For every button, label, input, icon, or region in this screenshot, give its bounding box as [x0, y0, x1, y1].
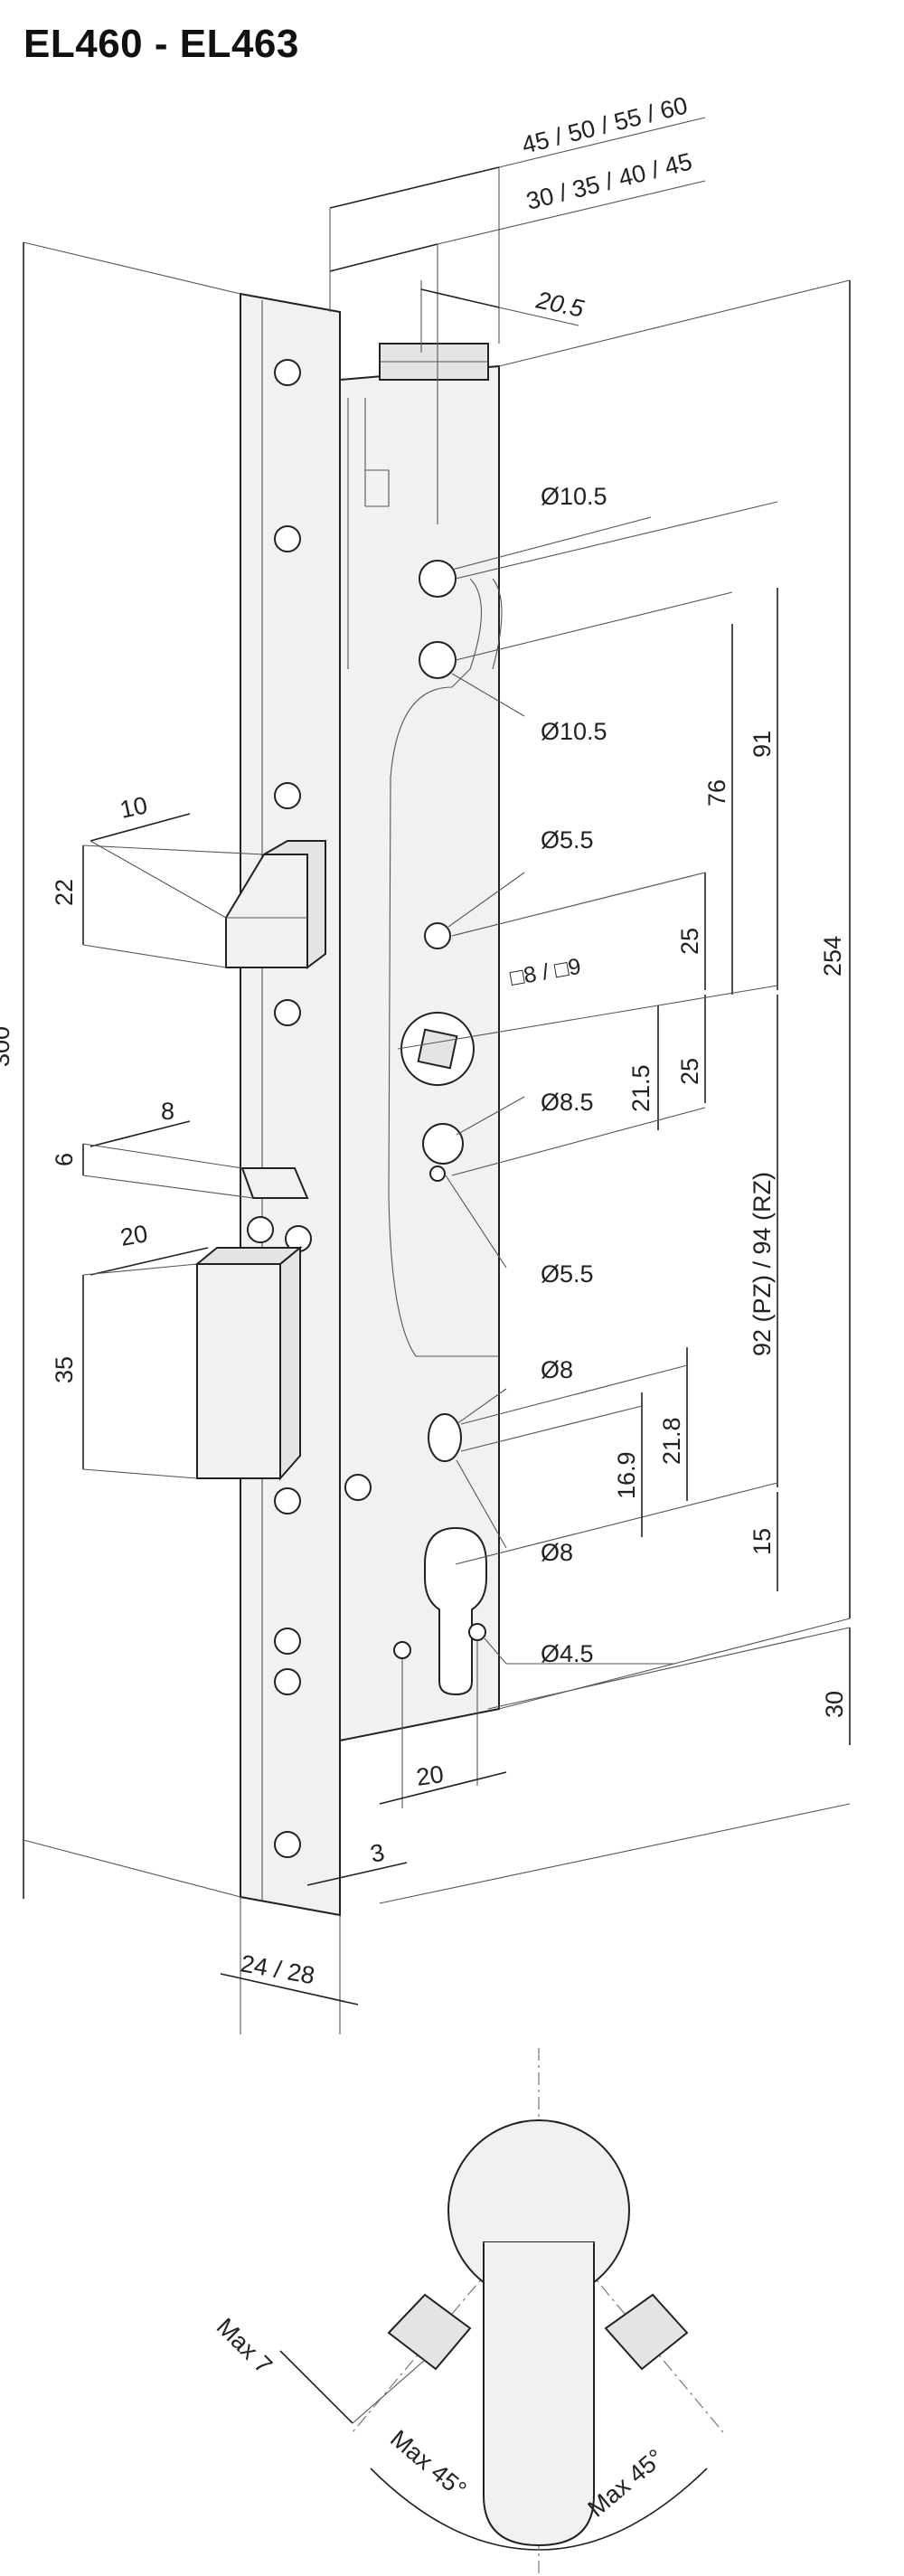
hole-4-5-right	[468, 1623, 486, 1641]
spindle-follower	[400, 1012, 475, 1086]
dim-20-bottom: 20	[415, 1760, 446, 1791]
label-spindle: □8 / □9	[508, 954, 583, 991]
hole-8-slot	[428, 1413, 462, 1462]
cam-right	[604, 2293, 689, 2371]
label-hole-8-upper: Ø8	[541, 1356, 573, 1383]
dim-76: 76	[703, 779, 730, 807]
hole-8-5	[422, 1123, 464, 1182]
label-hole-8-5: Ø8.5	[541, 1089, 594, 1116]
dim-backset: 45 / 50 / 55 / 60	[519, 91, 690, 159]
trigger-bolt	[240, 1167, 309, 1199]
dim-21-8: 21.8	[658, 1417, 685, 1465]
dim-21-5: 21.5	[627, 1064, 654, 1112]
dim-case-height: 254	[819, 936, 846, 977]
forend-screws	[247, 359, 312, 1858]
dead-bolt	[194, 1245, 303, 1481]
dim-trigger-6: 6	[51, 1153, 78, 1166]
label-max-45-left: Max 45°	[385, 2425, 471, 2504]
dim-pz-rz: 92 (PZ) / 94 (RZ)	[749, 1172, 776, 1356]
hole-5-5	[424, 922, 451, 949]
dim-total-height: 300	[0, 1026, 14, 1067]
dim-trigger-8: 8	[161, 1098, 174, 1125]
latch-bolt	[225, 840, 326, 969]
cam-left	[387, 2293, 472, 2371]
dim-forend-width: 24 / 28	[239, 1949, 317, 1989]
dim-bolt-35: 35	[51, 1356, 78, 1383]
dim-backset-inner: 30 / 35 / 40 / 45	[523, 147, 694, 215]
dim-16-9: 16.9	[613, 1451, 640, 1499]
dim-30: 30	[821, 1691, 848, 1718]
label-hole-small: Ø5.5	[541, 826, 594, 854]
dim-15: 15	[749, 1528, 776, 1555]
cylinder-rotation-detail	[279, 2048, 724, 2576]
dim-latch-22: 22	[51, 879, 78, 906]
dim-91: 91	[749, 731, 776, 758]
hole-4-5-left	[393, 1641, 411, 1659]
dim-bolt-20: 20	[118, 1220, 150, 1251]
label-hole-5-5-lower: Ø5.5	[541, 1260, 594, 1288]
label-hole-4-5: Ø4.5	[541, 1640, 594, 1667]
dim-latch-10: 10	[118, 791, 150, 824]
dim-25-upper: 25	[676, 928, 703, 955]
page-title: EL460 - EL463	[24, 22, 299, 66]
label-hole-second: Ø10.5	[541, 718, 607, 745]
label-hole-8-lower: Ø8	[541, 1539, 573, 1566]
dim-25-lower: 25	[676, 1058, 703, 1085]
label-hole-top: Ø10.5	[541, 483, 607, 510]
cylinder-cutout	[424, 1526, 487, 1696]
case-screw	[344, 1474, 372, 1501]
label-max-7: Max 7	[212, 2313, 278, 2379]
dim-3: 3	[368, 1838, 387, 1867]
